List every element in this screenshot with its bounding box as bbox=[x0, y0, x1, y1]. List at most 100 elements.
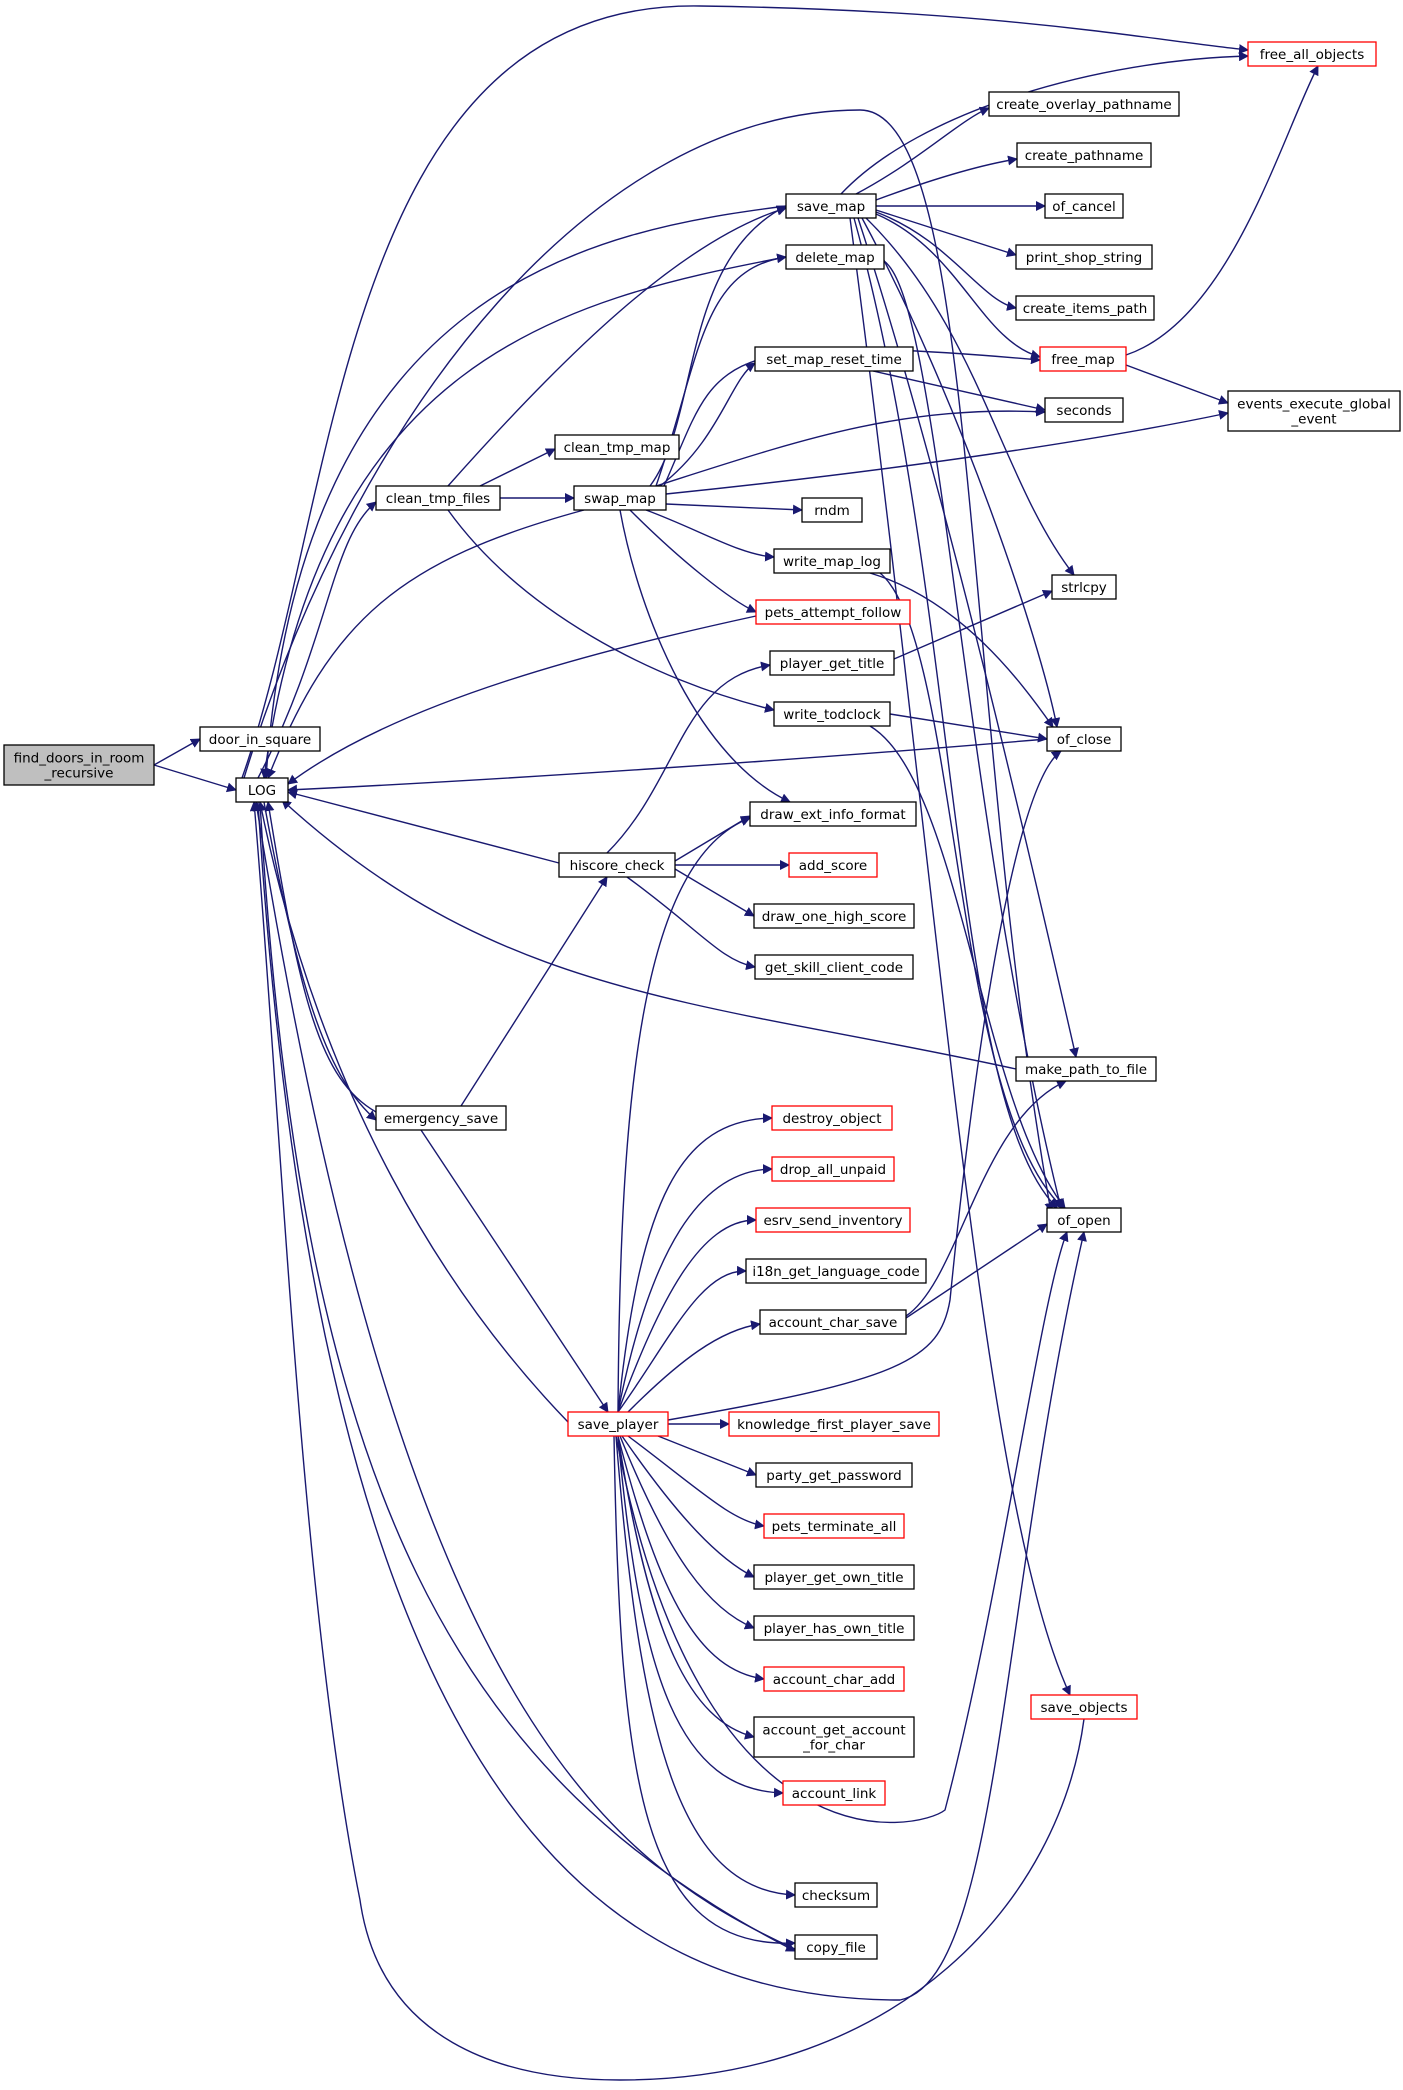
node-box-create_items_path[interactable] bbox=[1015, 295, 1155, 321]
node-get_skill_client_code[interactable]: get_skill_client_code bbox=[754, 954, 914, 980]
node-box-clean_tmp_files[interactable] bbox=[375, 485, 501, 511]
node-box-draw_one_high_score[interactable] bbox=[753, 903, 915, 929]
node-box-pets_terminate_all[interactable] bbox=[763, 1513, 905, 1539]
node-box-free_map[interactable] bbox=[1039, 346, 1127, 372]
node-door_in_square[interactable]: door_in_square bbox=[199, 726, 321, 752]
node-events_execute_global_event[interactable]: events_execute_global_event bbox=[1227, 390, 1401, 432]
node-box-free_all_objects[interactable] bbox=[1247, 41, 1377, 67]
node-box-of_open[interactable] bbox=[1046, 1207, 1122, 1233]
node-box-create_pathname[interactable] bbox=[1016, 142, 1152, 168]
node-box-rndm[interactable] bbox=[801, 497, 863, 523]
node-knowledge_first_player_save[interactable]: knowledge_first_player_save bbox=[728, 1411, 940, 1437]
node-copy_file[interactable]: copy_file bbox=[794, 1934, 878, 1960]
node-box-player_get_own_title[interactable] bbox=[753, 1564, 915, 1590]
node-box-make_path_to_file[interactable] bbox=[1015, 1056, 1157, 1082]
node-box-emergency_save[interactable] bbox=[375, 1105, 507, 1131]
node-add_score[interactable]: add_score bbox=[788, 852, 878, 878]
node-box-esrv_send_inventory[interactable] bbox=[755, 1207, 911, 1233]
node-box-destroy_object[interactable] bbox=[771, 1105, 893, 1131]
node-draw_one_high_score[interactable]: draw_one_high_score bbox=[753, 903, 915, 929]
node-box-save_objects[interactable] bbox=[1030, 1694, 1138, 1720]
node-box-LOG[interactable] bbox=[235, 777, 289, 803]
node-box-create_overlay_pathname[interactable] bbox=[988, 91, 1180, 117]
node-write_map_log[interactable]: write_map_log bbox=[773, 548, 891, 574]
node-box-save_player[interactable] bbox=[567, 1411, 669, 1437]
node-box-strlcpy[interactable] bbox=[1051, 574, 1117, 600]
node-box-i18n_get_language_code[interactable] bbox=[745, 1258, 927, 1284]
node-box-get_skill_client_code[interactable] bbox=[754, 954, 914, 980]
node-box-add_score[interactable] bbox=[788, 852, 878, 878]
node-box-delete_map[interactable] bbox=[785, 244, 885, 270]
node-drop_all_unpaid[interactable]: drop_all_unpaid bbox=[771, 1156, 895, 1182]
node-account_link[interactable]: account_link bbox=[782, 1780, 886, 1806]
node-box-events_execute_global_event[interactable] bbox=[1227, 390, 1401, 432]
node-player_has_own_title[interactable]: player_has_own_title bbox=[753, 1615, 915, 1641]
node-box-checksum[interactable] bbox=[794, 1882, 878, 1908]
node-box-copy_file[interactable] bbox=[794, 1934, 878, 1960]
node-of_open[interactable]: of_open bbox=[1046, 1207, 1122, 1233]
node-swap_map[interactable]: swap_map bbox=[573, 485, 667, 511]
node-root[interactable]: find_doors_in_room_recursive bbox=[3, 744, 155, 786]
node-box-account_char_save[interactable] bbox=[759, 1309, 907, 1335]
node-pets_terminate_all[interactable]: pets_terminate_all bbox=[763, 1513, 905, 1539]
node-box-hiscore_check[interactable] bbox=[558, 852, 676, 878]
node-box-player_get_title[interactable] bbox=[769, 650, 895, 676]
node-esrv_send_inventory[interactable]: esrv_send_inventory bbox=[755, 1207, 911, 1233]
node-print_shop_string[interactable]: print_shop_string bbox=[1015, 244, 1153, 270]
node-box-party_get_password[interactable] bbox=[755, 1462, 913, 1488]
node-checksum[interactable]: checksum bbox=[794, 1882, 878, 1908]
node-player_get_own_title[interactable]: player_get_own_title bbox=[753, 1564, 915, 1590]
node-delete_map[interactable]: delete_map bbox=[785, 244, 885, 270]
node-seconds[interactable]: seconds bbox=[1044, 397, 1124, 423]
node-box-account_char_add[interactable] bbox=[763, 1666, 905, 1692]
node-box-swap_map[interactable] bbox=[573, 485, 667, 511]
node-box-print_shop_string[interactable] bbox=[1015, 244, 1153, 270]
node-i18n_get_language_code[interactable]: i18n_get_language_code bbox=[745, 1258, 927, 1284]
node-hiscore_check[interactable]: hiscore_check bbox=[558, 852, 676, 878]
node-box-of_close[interactable] bbox=[1046, 726, 1122, 752]
node-create_overlay_pathname[interactable]: create_overlay_pathname bbox=[988, 91, 1180, 117]
node-box-account_link[interactable] bbox=[782, 1780, 886, 1806]
node-box-write_map_log[interactable] bbox=[773, 548, 891, 574]
node-make_path_to_file[interactable]: make_path_to_file bbox=[1015, 1056, 1157, 1082]
node-box-write_todclock[interactable] bbox=[773, 701, 891, 727]
node-box-draw_ext_info_format[interactable] bbox=[749, 801, 917, 827]
node-draw_ext_info_format[interactable]: draw_ext_info_format bbox=[749, 801, 917, 827]
node-box-set_map_reset_time[interactable] bbox=[754, 346, 914, 372]
node-rndm[interactable]: rndm bbox=[801, 497, 863, 523]
node-account_get_account_for_char[interactable]: account_get_account_for_char bbox=[753, 1716, 915, 1758]
node-box-drop_all_unpaid[interactable] bbox=[771, 1156, 895, 1182]
node-clean_tmp_files[interactable]: clean_tmp_files bbox=[375, 485, 501, 511]
node-save_objects[interactable]: save_objects bbox=[1030, 1694, 1138, 1720]
node-create_pathname[interactable]: create_pathname bbox=[1016, 142, 1152, 168]
node-box-pets_attempt_follow[interactable] bbox=[755, 599, 911, 625]
node-account_char_save[interactable]: account_char_save bbox=[759, 1309, 907, 1335]
node-box-clean_tmp_map[interactable] bbox=[554, 434, 680, 460]
node-destroy_object[interactable]: destroy_object bbox=[771, 1105, 893, 1131]
node-box-account_get_account_for_char[interactable] bbox=[753, 1716, 915, 1758]
node-box-of_cancel[interactable] bbox=[1044, 193, 1124, 219]
node-of_cancel[interactable]: of_cancel bbox=[1044, 193, 1124, 219]
node-strlcpy[interactable]: strlcpy bbox=[1051, 574, 1117, 600]
node-emergency_save[interactable]: emergency_save bbox=[375, 1105, 507, 1131]
node-save_player[interactable]: save_player bbox=[567, 1411, 669, 1437]
node-of_close[interactable]: of_close bbox=[1046, 726, 1122, 752]
node-pets_attempt_follow[interactable]: pets_attempt_follow bbox=[755, 599, 911, 625]
node-free_all_objects[interactable]: free_all_objects bbox=[1247, 41, 1377, 67]
node-create_items_path[interactable]: create_items_path bbox=[1015, 295, 1155, 321]
node-write_todclock[interactable]: write_todclock bbox=[773, 701, 891, 727]
node-clean_tmp_map[interactable]: clean_tmp_map bbox=[554, 434, 680, 460]
node-account_char_add[interactable]: account_char_add bbox=[763, 1666, 905, 1692]
node-LOG[interactable]: LOG bbox=[235, 777, 289, 803]
node-save_map[interactable]: save_map bbox=[785, 193, 877, 219]
node-set_map_reset_time[interactable]: set_map_reset_time bbox=[754, 346, 914, 372]
node-party_get_password[interactable]: party_get_password bbox=[755, 1462, 913, 1488]
node-free_map[interactable]: free_map bbox=[1039, 346, 1127, 372]
node-box-door_in_square[interactable] bbox=[199, 726, 321, 752]
node-box-seconds[interactable] bbox=[1044, 397, 1124, 423]
node-player_get_title[interactable]: player_get_title bbox=[769, 650, 895, 676]
node-box-save_map[interactable] bbox=[785, 193, 877, 219]
node-box-root[interactable] bbox=[3, 744, 155, 786]
node-box-knowledge_first_player_save[interactable] bbox=[728, 1411, 940, 1437]
node-box-player_has_own_title[interactable] bbox=[753, 1615, 915, 1641]
